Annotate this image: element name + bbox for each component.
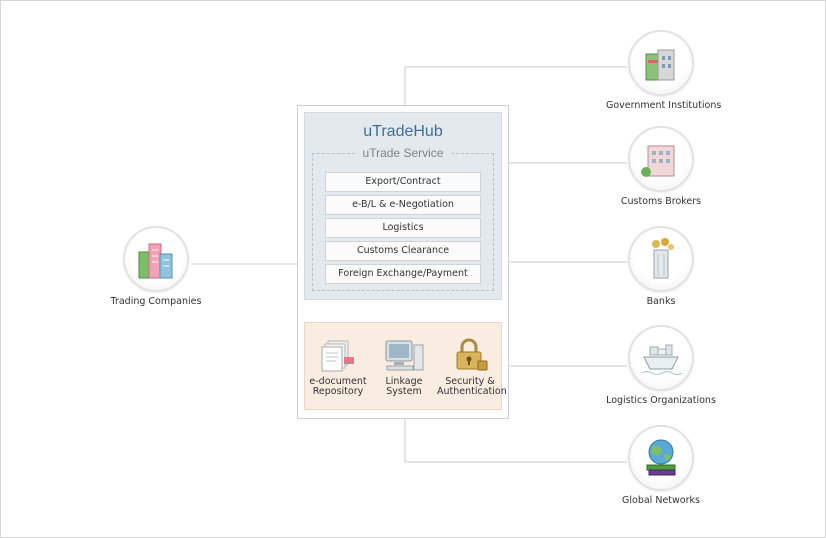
node-circle: [123, 226, 189, 292]
globe-books-icon: [646, 439, 676, 476]
feature-label: Linkage System: [385, 376, 423, 397]
node-circle: [628, 30, 694, 96]
node-customs-brokers[interactable]: Customs Brokers: [606, 126, 716, 207]
node-circle: [628, 126, 694, 192]
service-panel: uTradeHub uTrade Service Export/Contract…: [304, 112, 502, 300]
node-global-networks[interactable]: Global Networks: [606, 425, 716, 506]
node-government-institutions[interactable]: Government Institutions: [606, 30, 722, 111]
feature-e-document-repository: e-document Repository: [305, 337, 371, 397]
service-foreign-exchange[interactable]: Foreign Exchange/Payment: [325, 264, 481, 284]
node-circle: [628, 226, 694, 292]
government-building-icon: [645, 49, 675, 81]
feature-security-authentication: Security & Authentication: [437, 337, 507, 397]
office-building-icon: [641, 145, 675, 177]
feature-linkage-system: Linkage System: [371, 337, 437, 397]
feature-label: e-document Repository: [309, 376, 367, 397]
padlock-icon: [456, 338, 488, 371]
node-label: Logistics Organizations: [606, 395, 716, 406]
bank-tower-icon: [652, 238, 674, 279]
node-label: Banks: [646, 296, 676, 307]
office-buildings-icon: [138, 243, 173, 279]
node-circle: [628, 425, 694, 491]
node-label: Government Institutions: [606, 100, 722, 111]
node-trading-companies[interactable]: Trading Companies: [101, 226, 211, 307]
node-label: Customs Brokers: [620, 196, 702, 207]
service-group: uTrade Service Export/Contract e-B/L & e…: [312, 146, 494, 291]
node-label: Global Networks: [622, 495, 700, 506]
service-customs-clearance[interactable]: Customs Clearance: [325, 241, 481, 261]
computer-icon: [385, 340, 424, 371]
utradehub-box: uTradeHub uTrade Service Export/Contract…: [297, 105, 509, 419]
feature-label: Security & Authentication: [437, 376, 507, 397]
service-group-title: uTrade Service: [356, 146, 450, 160]
node-logistics-organizations[interactable]: Logistics Organizations: [606, 325, 716, 406]
hub-title: uTradeHub: [363, 123, 443, 140]
node-circle: [628, 325, 694, 391]
service-logistics[interactable]: Logistics: [325, 218, 481, 238]
node-banks[interactable]: Banks: [606, 226, 716, 307]
feature-panel: e-document Repository Linkage System: [304, 322, 507, 410]
service-export-contract[interactable]: Export/Contract: [325, 172, 481, 192]
service-ebl-negotiation[interactable]: e-B/L & e-Negotiation: [325, 195, 481, 215]
node-label: Trading Companies: [110, 296, 202, 307]
cargo-ship-icon: [641, 344, 683, 375]
document-stack-icon: [321, 340, 354, 372]
